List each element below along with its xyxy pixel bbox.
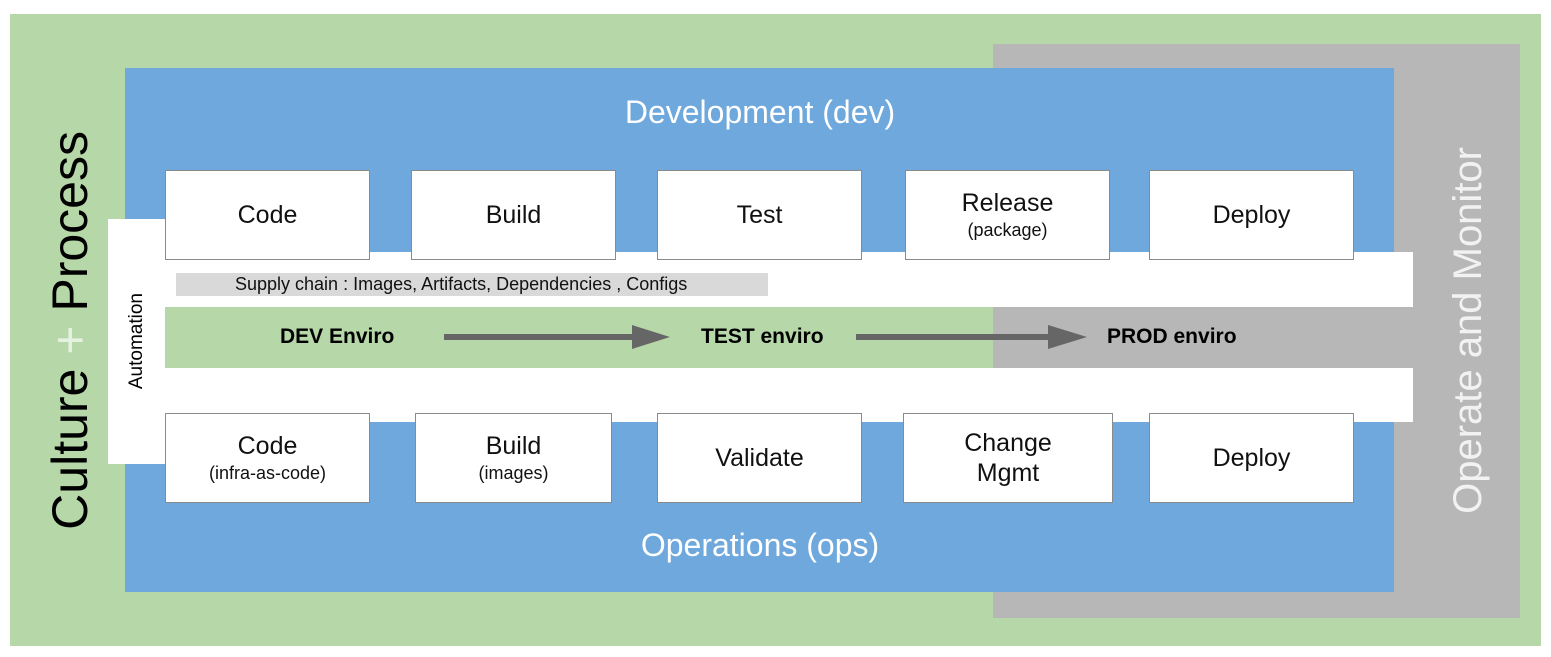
stage-label: Build [485,201,542,229]
ops-stage-deploy: Deploy [1149,413,1354,503]
ops-stage-change-mgmt: Change Mgmt [903,413,1113,503]
automation-label: Automation [125,293,147,390]
automation-label-container: Automation [108,219,165,464]
automation-box [108,219,165,464]
development-title: Development (dev) [624,94,896,130]
stage-label: Change Mgmt [964,429,1052,487]
stage-sublabel: (infra-as-code) [208,463,327,484]
operate-monitor-label-container: Operate and Monitor [1428,110,1508,550]
dev-stage-test: Test [657,170,862,260]
env-test-label: TEST enviro [701,325,824,348]
dev-stage-release: Release (package) [905,170,1110,260]
ops-stage-validate: Validate [657,413,862,503]
env-prod-label: PROD enviro [1107,325,1237,348]
plus-sign: + [42,325,98,355]
culture-process-label: Culture + Process [42,130,98,530]
dev-stage-build: Build [411,170,616,260]
supply-chain-label: Supply chain : Images, Artifacts, Depend… [176,273,768,296]
process-word: Process [42,130,98,312]
stage-sublabel: (package) [967,220,1048,241]
env-dev-label: DEV Enviro [280,325,395,348]
dev-stage-code: Code [165,170,370,260]
culture-word: Culture [42,368,98,530]
dev-stage-deploy: Deploy [1149,170,1354,260]
stage-label: Code [237,432,298,461]
stage-label: Test [736,201,783,229]
stage-label: Deploy [1212,201,1291,229]
stage-label: Build [485,432,542,461]
stage-label: Code [237,201,298,229]
operate-monitor-label: Operate and Monitor [1446,146,1490,514]
stage-label: Validate [715,444,804,472]
stage-sublabel: (images) [478,463,549,484]
ops-stage-build: Build (images) [415,413,612,503]
culture-process-label-container: Culture + Process [30,110,110,550]
stage-label: Release [961,189,1054,218]
operations-title: Operations (ops) [640,527,880,563]
ops-stage-code: Code (infra-as-code) [165,413,370,503]
stage-label: Deploy [1212,444,1291,472]
